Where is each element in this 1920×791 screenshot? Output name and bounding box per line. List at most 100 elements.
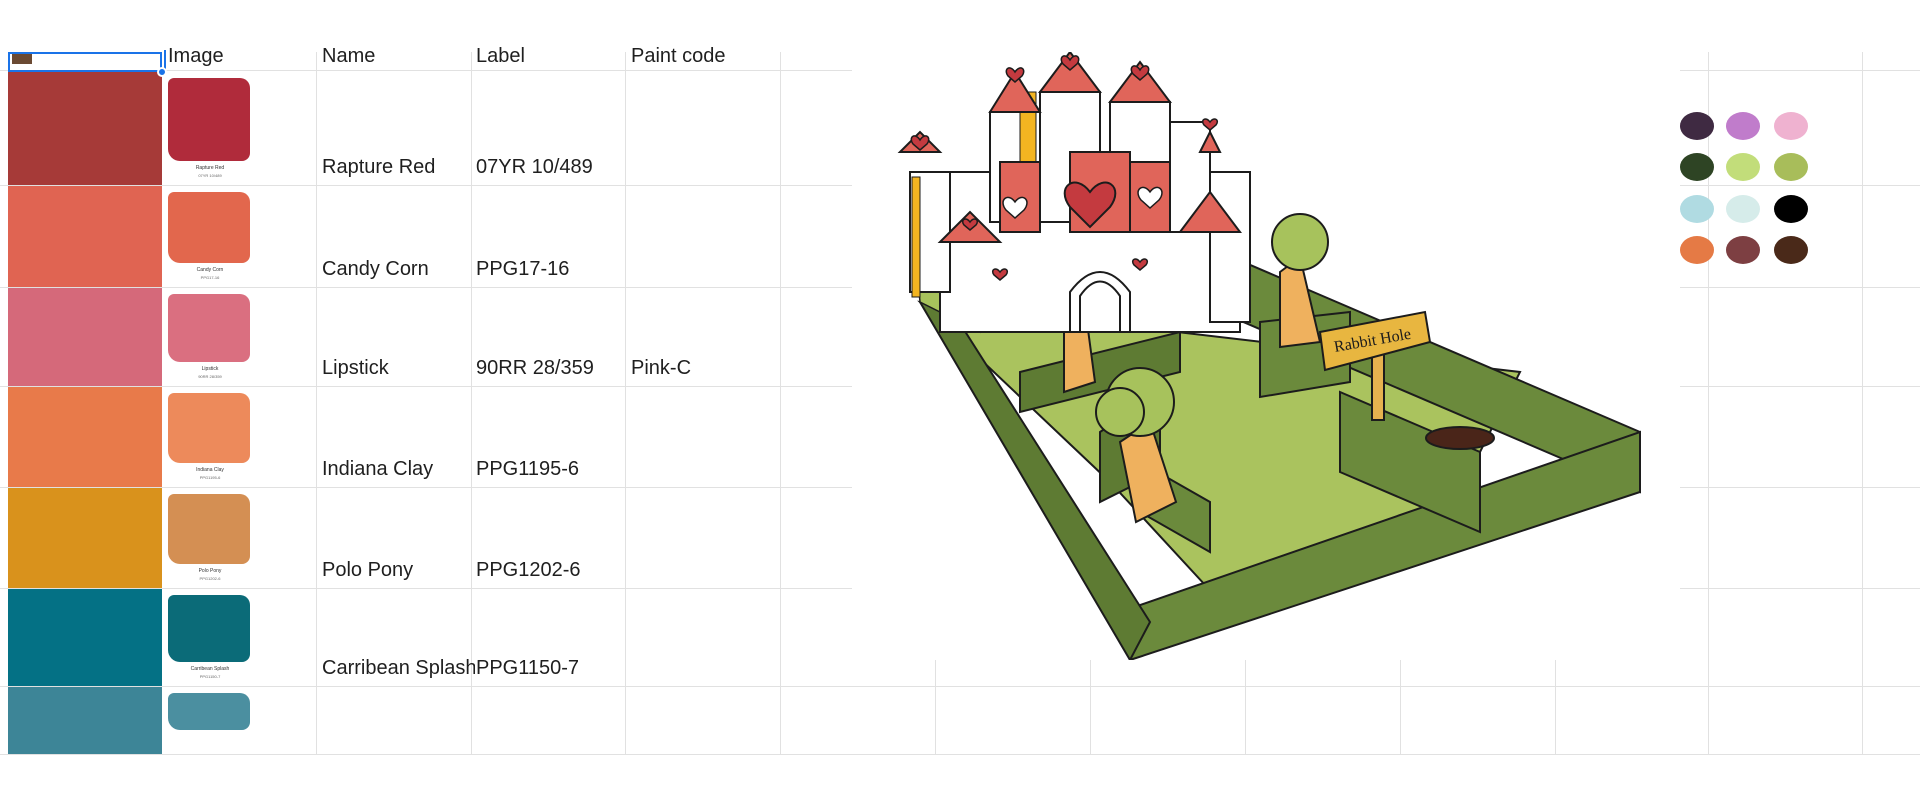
cell-label[interactable]: 07YR 10/489: [476, 156, 593, 178]
header-paint-code[interactable]: Paint code: [631, 45, 726, 67]
paint-sample: [168, 78, 250, 161]
paint-sample-code: PPG1202-6: [199, 576, 221, 581]
color-swatch-cell[interactable]: [8, 687, 162, 754]
cell-paint-code[interactable]: Pink-C: [631, 357, 692, 379]
cell-label[interactable]: 90RR 28/359: [476, 357, 594, 379]
paint-sample: [168, 192, 250, 263]
paint-sample: [168, 693, 250, 730]
cell-name[interactable]: Rapture Red: [322, 156, 436, 178]
grid-row-line: [0, 588, 852, 589]
grid-row-line: [0, 185, 852, 186]
palette-color-dot: [1726, 236, 1760, 264]
rabbit-hole: [1425, 426, 1495, 450]
grid-column-line: [1245, 660, 1246, 754]
grid-row-line: [0, 287, 852, 288]
paint-sample: [168, 393, 250, 463]
paint-sample-name: Carribean Splash: [190, 666, 230, 672]
paint-sample-code: PPG1195-6: [199, 475, 221, 480]
grid-column-line: [935, 660, 936, 754]
grid-column-line: [1400, 660, 1401, 754]
grid-row-line: [1680, 386, 1920, 387]
grid-row-line: [0, 754, 1920, 755]
grid-row-line: [1680, 185, 1920, 186]
grid-column-line: [1708, 52, 1709, 754]
palette-color-dot: [1774, 153, 1808, 181]
selection-fill-handle[interactable]: [157, 67, 167, 77]
grid-column-line: [471, 52, 472, 754]
grid-row-line: [1680, 287, 1920, 288]
paint-sample-image[interactable]: Rapture Red 07YR 10/489: [164, 74, 256, 183]
paint-sample-name: Rapture Red: [195, 165, 225, 171]
paint-sample-name: Indiana Clay: [196, 467, 224, 473]
tree-icon: [1095, 367, 1178, 524]
maze-wall-right: [1118, 430, 1641, 660]
palette-color-dot: [1774, 112, 1808, 140]
color-swatch-cell[interactable]: [8, 387, 162, 487]
castle-icon: [897, 52, 1251, 333]
palette-color-dot: [1726, 153, 1760, 181]
paint-sample-code: PPG17-16: [200, 275, 220, 280]
grid-column-line: [625, 52, 626, 754]
cell-thumbnail: [12, 54, 32, 64]
cell-label[interactable]: PPG17-16: [476, 258, 570, 280]
paint-sample-code: 90RR 28/359: [198, 374, 222, 379]
cell-name[interactable]: Lipstick: [322, 357, 389, 379]
cell-name[interactable]: Polo Pony: [322, 559, 414, 581]
paint-sample-image[interactable]: Lipstick 90RR 28/359: [164, 290, 256, 384]
cell-name[interactable]: Indiana Clay: [322, 458, 434, 480]
maze-inner-wall: [1019, 330, 1181, 414]
header-name[interactable]: Name: [322, 45, 376, 67]
grid-column-line: [780, 52, 781, 754]
grid-column-line: [1555, 660, 1556, 754]
color-swatch-cell[interactable]: [8, 288, 162, 386]
grid-row-line: [0, 386, 852, 387]
paint-sample-name: Lipstick: [201, 366, 219, 372]
header-image[interactable]: Image: [168, 45, 224, 67]
grid-row-line: [0, 487, 852, 488]
palette-color-dot: [1774, 236, 1808, 264]
paint-sample: [168, 294, 250, 362]
grid-column-line: [1862, 52, 1863, 754]
castle-maze-illustration[interactable]: Rabbit Hole: [880, 52, 1670, 660]
palette-color-dot: [1680, 153, 1714, 181]
color-swatch-cell[interactable]: [8, 589, 162, 686]
cell-label[interactable]: PPG1150-7: [476, 657, 580, 679]
tree-icon: [1271, 213, 1329, 349]
cell-name[interactable]: Carribean Splash: [322, 657, 475, 679]
grid-column-line: [316, 52, 317, 754]
palette-color-dot: [1726, 112, 1760, 140]
palette-color-dot: [1680, 112, 1714, 140]
rabbit-hole-sign: Rabbit Hole: [1318, 310, 1432, 421]
paint-sample-code: PPG1150-7: [199, 674, 221, 679]
paint-sample-name: Candy Corn: [196, 267, 224, 273]
header-label[interactable]: Label: [476, 45, 525, 67]
color-swatch-cell[interactable]: [8, 72, 162, 185]
grid-row-line: [1680, 588, 1920, 589]
grid-row-line: [1680, 70, 1920, 71]
palette-color-dot: [1680, 236, 1714, 264]
paint-sample: [168, 595, 250, 662]
paint-sample: [168, 494, 250, 564]
cell-name[interactable]: Candy Corn: [322, 258, 429, 280]
grid-row-line: [0, 686, 1920, 687]
cell-label[interactable]: PPG1195-6: [476, 458, 580, 480]
paint-sample-name: Polo Pony: [198, 568, 222, 574]
color-swatch-cell[interactable]: [8, 488, 162, 588]
cell-label[interactable]: PPG1202-6: [476, 559, 581, 581]
grid-column-line: [1090, 660, 1091, 754]
palette-color-dot: [1726, 195, 1760, 223]
grid-row-line: [0, 70, 852, 71]
text-cursor: [164, 50, 166, 70]
color-swatch-cell[interactable]: [8, 186, 162, 287]
palette-color-dot: [1680, 195, 1714, 223]
paint-sample-image[interactable]: [164, 689, 256, 752]
grid-row-line: [1680, 487, 1920, 488]
palette-color-dot: [1774, 195, 1808, 223]
paint-sample-code: 07YR 10/489: [198, 173, 222, 178]
selected-cell[interactable]: [8, 52, 162, 72]
